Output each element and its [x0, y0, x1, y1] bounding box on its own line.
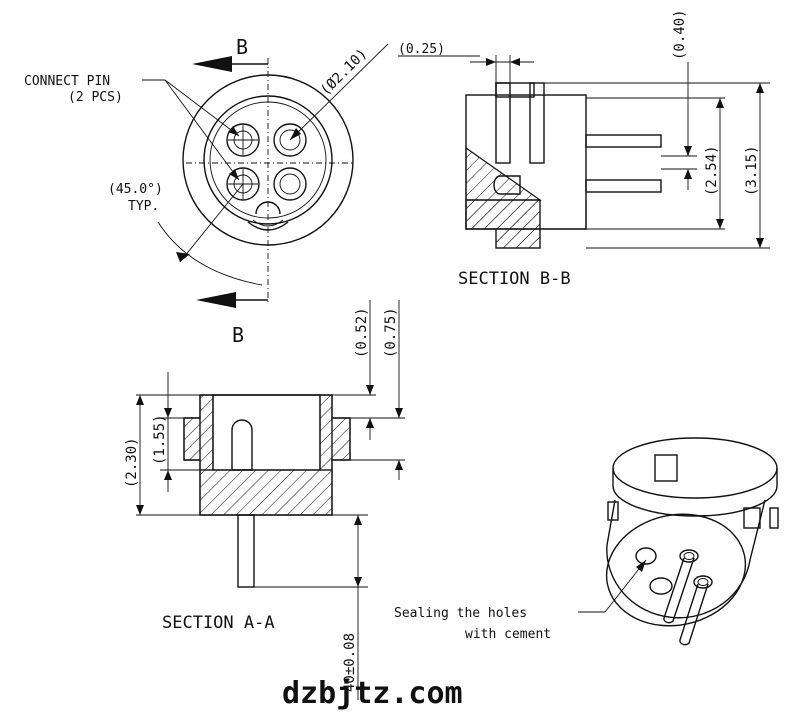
dim-025: (0.25) — [398, 42, 445, 57]
section-aa-view: (2.30) (1.55) (0.52) (0.75) 40±0.08 SECT… — [124, 300, 405, 700]
diameter-dim: (Ø2.10) — [318, 46, 371, 99]
dim-230: (2.30) — [124, 437, 140, 488]
connect-pin-label: CONNECT PIN — [24, 74, 110, 89]
connect-pin-count: (2 PCS) — [68, 90, 123, 105]
section-aa-title: SECTION A-A — [162, 613, 275, 633]
section-b-bottom: B — [232, 323, 244, 347]
dim-254: (2.54) — [704, 145, 720, 196]
angle-dim: (45.0°) — [108, 182, 163, 197]
section-bb-view: (0.25) (0.40) (2.54) (3.15) SECTION B-B — [398, 9, 770, 289]
front-view: B B CONNECT PIN (2 PCS) (Ø2.10) (45.0°) … — [24, 35, 389, 347]
section-b-top: B — [236, 35, 248, 59]
dim-075: (0.75) — [383, 307, 399, 358]
angle-typ: TYP. — [128, 199, 159, 214]
section-arrow-top — [192, 56, 232, 72]
dim-155: (1.55) — [152, 414, 168, 465]
sealing-label-1: Sealing the holes — [394, 606, 527, 621]
sealing-label-2: with cement — [465, 627, 551, 642]
section-bb-title: SECTION B-B — [458, 269, 571, 289]
watermark: dzbjtz.com — [282, 676, 463, 711]
dim-052: (0.52) — [354, 307, 370, 358]
section-arrow-bottom — [196, 292, 236, 308]
isometric-view: Sealing the holes with cement — [394, 437, 779, 646]
dim-40: 40±0.08 — [342, 633, 358, 692]
dim-315: (3.15) — [744, 145, 760, 196]
dim-040: (0.40) — [672, 9, 688, 60]
